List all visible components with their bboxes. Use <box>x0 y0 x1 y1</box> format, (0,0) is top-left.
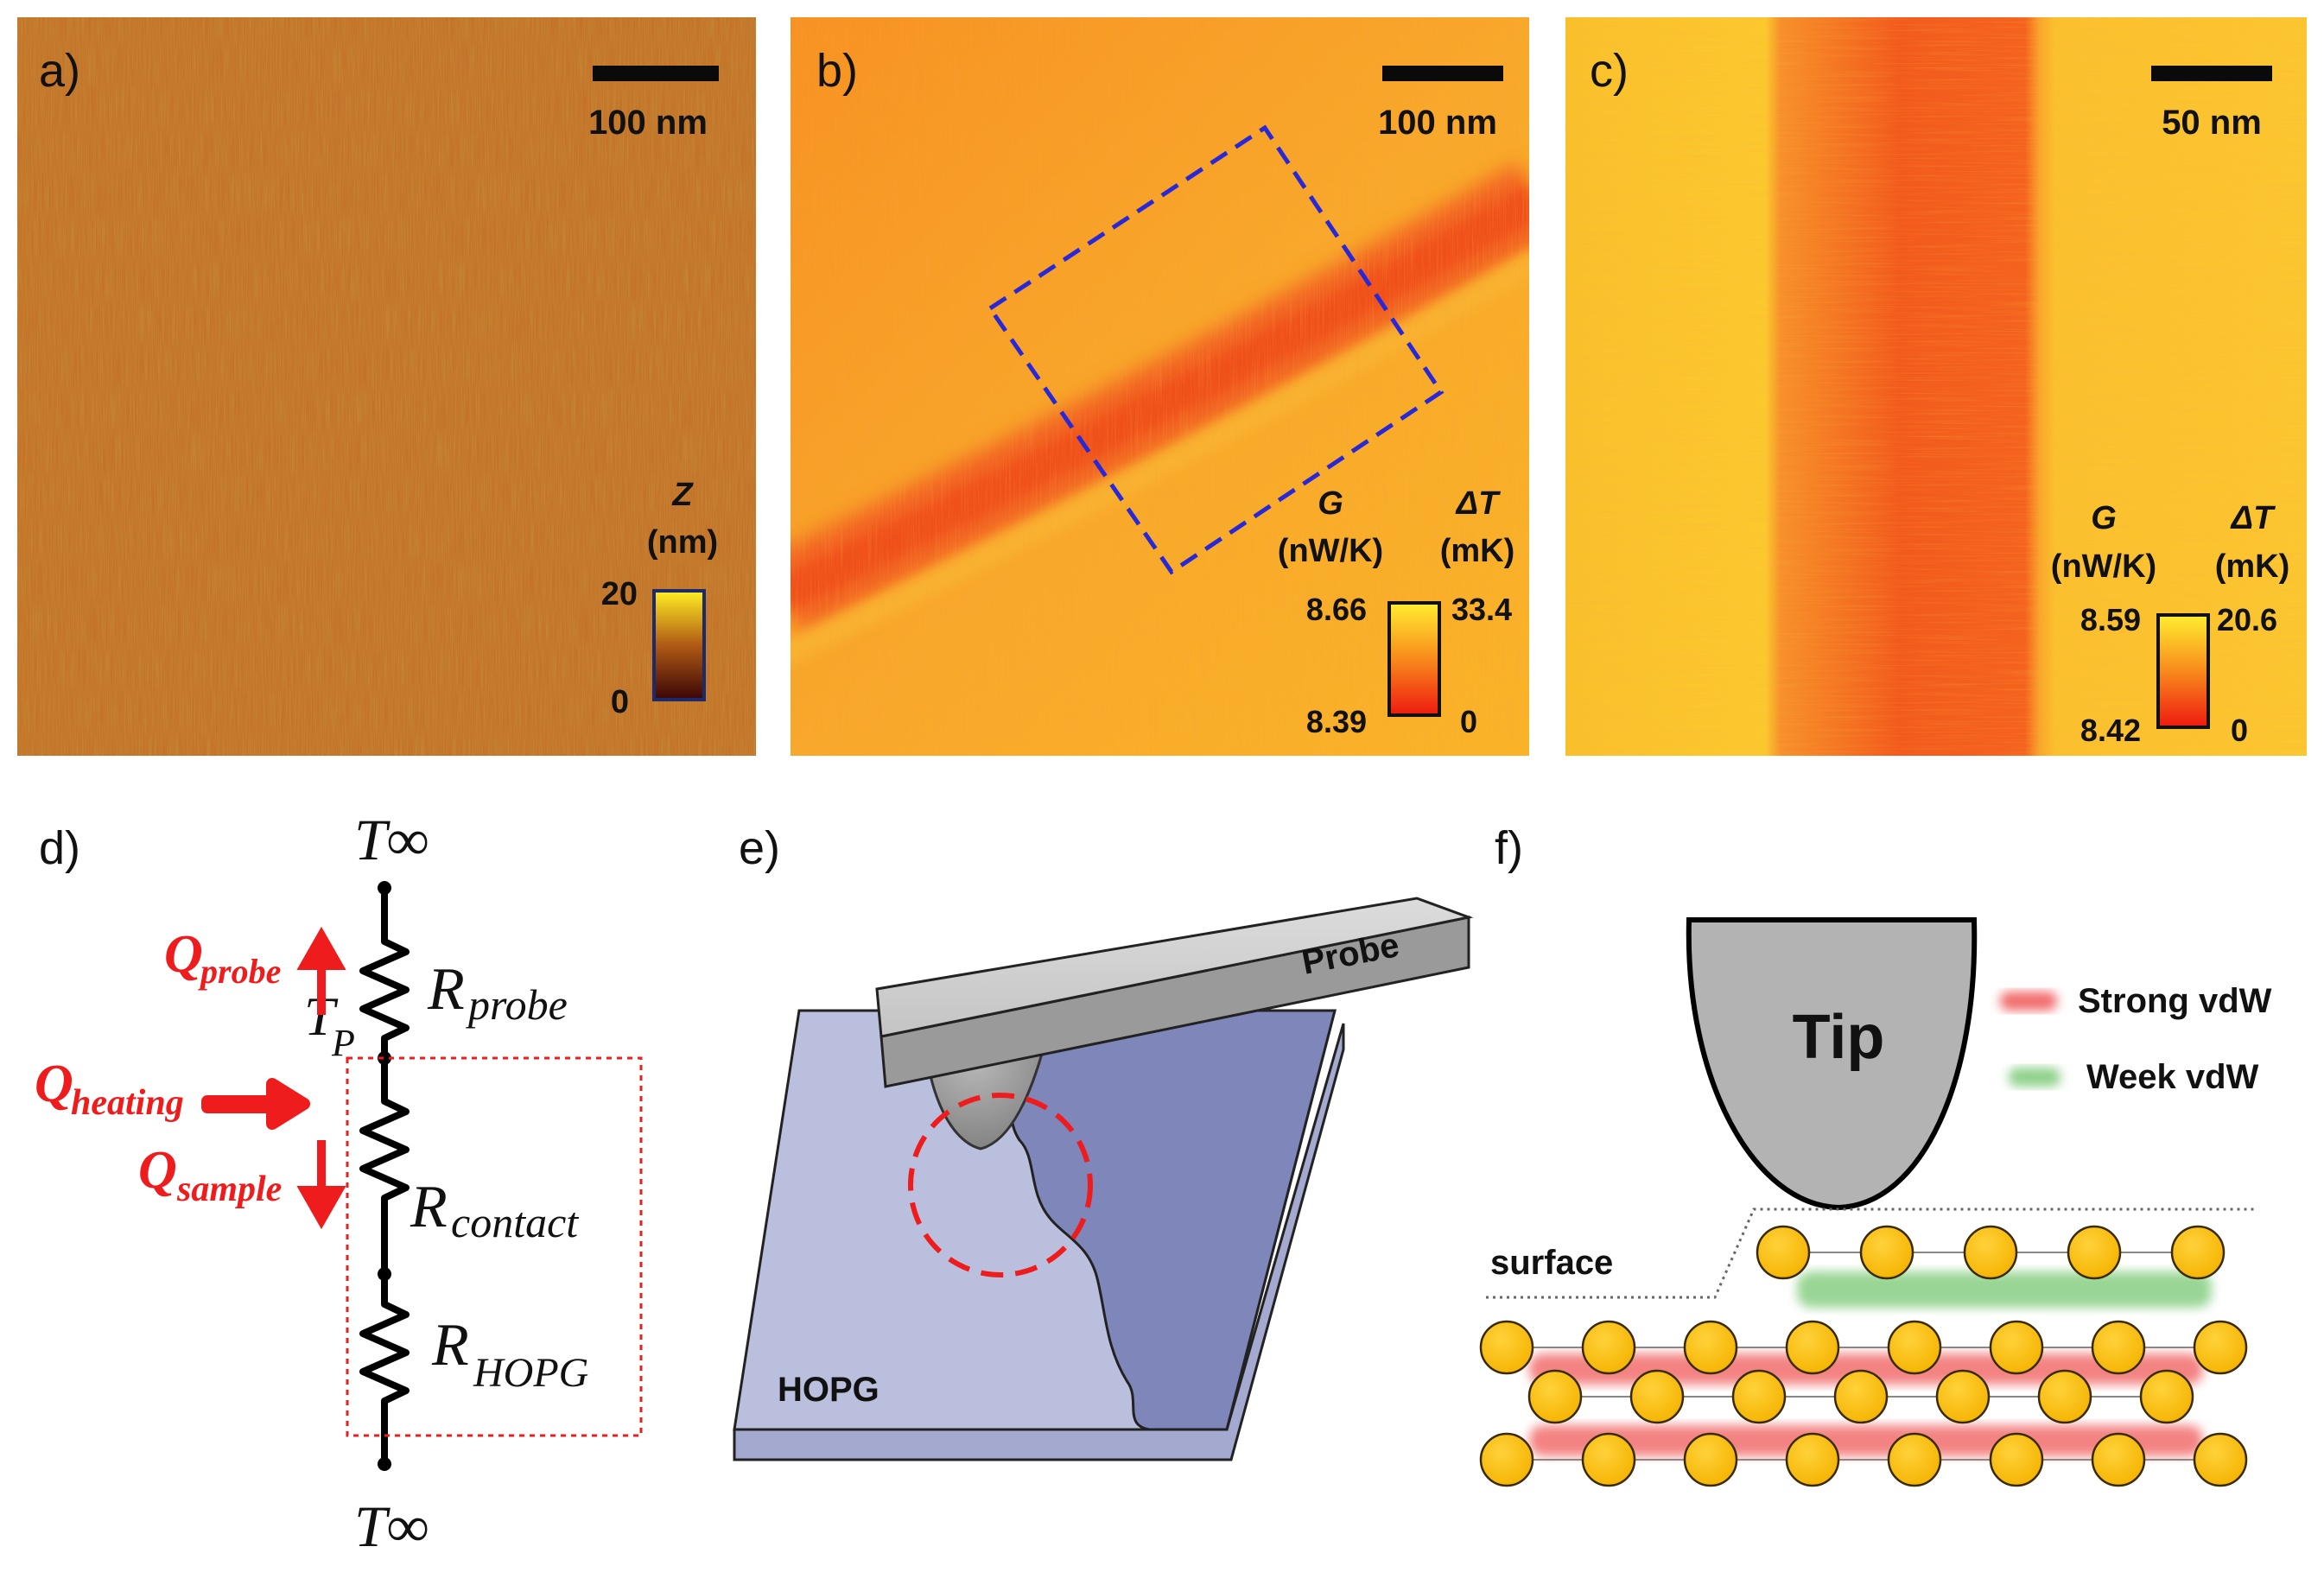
panel-c-scale-label: 50 nm <box>2162 104 2262 142</box>
panel-f-top-layer-atoms <box>1756 1225 2226 1280</box>
panel-d-t-top: T∞ <box>354 807 429 872</box>
panel-f-weak-vdw-band <box>1797 1271 2212 1308</box>
panel-e: e) HOPG Probe <box>733 822 1474 1461</box>
panel-c-colorbar-right-unit: (mK) <box>2215 548 2290 585</box>
panel-a-scale-label: 100 nm <box>588 104 708 142</box>
panel-d-r-contact: R contact <box>410 1174 579 1246</box>
panel-f-layer-2-atoms <box>1527 1369 2194 1424</box>
panel-e-contact-highlight-circle <box>908 1093 1093 1277</box>
panel-a-colorbar-max: 20 <box>601 576 638 612</box>
panel-d-t-probe: T P <box>304 986 355 1064</box>
q-sample-arrow-icon <box>296 1140 346 1230</box>
svg-text:R: R <box>410 1174 448 1240</box>
panel-b-scale-bar <box>1382 66 1503 81</box>
panel-b-colorbar-left-title: G <box>1318 485 1343 522</box>
panel-c-scale-bar <box>2151 66 2272 81</box>
panel-a: a) 100 nm Z (nm) 20 0 <box>17 17 756 756</box>
svg-text:Q: Q <box>138 1141 177 1200</box>
panel-b-colorbar-left-max: 8.66 <box>1306 592 1367 627</box>
panel-f-label: f) <box>1495 822 1523 874</box>
legend-strong-vdw-label: Strong vdW <box>2078 982 2272 1020</box>
panel-d-label: d) <box>39 822 80 874</box>
q-heating-arrow-icon <box>201 1078 310 1130</box>
panel-a-colorbar-min: 0 <box>611 684 629 720</box>
q-probe-arrow-icon <box>296 926 346 1015</box>
panel-e-hopg-top-dark <box>1009 1009 1337 1431</box>
panel-d-resistor-network <box>359 888 410 1464</box>
svg-text:R: R <box>431 1312 469 1379</box>
panel-a-scale-bar <box>593 66 719 81</box>
panel-d-t-bottom: T∞ <box>354 1493 429 1559</box>
legend-strong-vdw-swatch <box>2000 992 2057 1011</box>
panel-c-colorbar-right-min: 0 <box>2231 713 2248 748</box>
panel-d: d) T∞ T∞ R probe T P R contact R HOPG <box>35 807 643 1559</box>
svg-text:probe: probe <box>198 952 281 991</box>
panel-b-colorbar <box>1387 601 1441 717</box>
panel-c-colorbar-left-title: G <box>2091 500 2117 536</box>
svg-text:R: R <box>427 956 465 1023</box>
panel-f-tip <box>1686 917 1978 1211</box>
panel-c: c) 50 nm G (nW/K) ΔT (mK) 8.59 8.42 20.6… <box>1565 17 2307 756</box>
panel-e-hopg-label: HOPG <box>778 1371 879 1409</box>
svg-text:probe: probe <box>466 980 568 1029</box>
panel-d-q-probe: Q probe <box>164 925 346 1015</box>
panel-f-surface-label: surface <box>1490 1244 1613 1282</box>
panel-b-colorbar-left-min: 8.39 <box>1306 704 1367 739</box>
panel-b-colorbar-right-min: 0 <box>1460 704 1477 739</box>
panel-d-r-probe: R probe <box>427 956 568 1029</box>
panel-f: f) Strong vdW Week vdW Tip surface <box>1479 822 2272 1487</box>
svg-text:contact: contact <box>451 1198 579 1246</box>
panel-c-colorbar-left-min: 8.42 <box>2080 713 2141 748</box>
panel-e-label: e) <box>739 822 780 874</box>
panel-d-r-hopg: R HOPG <box>431 1312 588 1396</box>
panel-d-sample-box <box>346 1056 643 1437</box>
panel-c-colorbar-left-max: 8.59 <box>2080 602 2141 637</box>
legend-week-vdw-swatch <box>2009 1068 2060 1087</box>
panel-c-colorbar-right-title: ΔT <box>2230 500 2276 536</box>
panel-f-tip-label: Tip <box>1793 1003 1885 1072</box>
panel-b-scale-label: 100 nm <box>1378 104 1497 142</box>
panel-a-label: a) <box>39 45 80 97</box>
svg-text:sample: sample <box>176 1169 282 1209</box>
panel-c-colorbar <box>2156 613 2210 729</box>
panel-a-colorbar-title: Z <box>671 477 694 513</box>
panel-b-colorbar-right-title: ΔT <box>1455 485 1502 522</box>
panel-c-colorbar-right-max: 20.6 <box>2217 602 2277 637</box>
svg-text:Q: Q <box>35 1055 73 1113</box>
panel-c-colorbar-left-unit: (nW/K) <box>2051 548 2156 585</box>
panel-d-q-heating: Q heating <box>35 1055 310 1130</box>
panel-a-colorbar <box>652 589 706 701</box>
panel-b-colorbar-right-max: 33.4 <box>1451 592 1512 627</box>
legend-week-vdw-label: Week vdW <box>2086 1058 2259 1096</box>
panel-b-colorbar-left-unit: (nW/K) <box>1278 533 1383 569</box>
panel-a-colorbar-unit: (nm) <box>647 524 718 561</box>
panel-b-label: b) <box>816 45 858 97</box>
svg-text:heating: heating <box>71 1083 184 1123</box>
panel-f-layer-1-atoms <box>1479 1320 2248 1375</box>
panel-f-surface-line <box>1486 1208 2255 1299</box>
panel-b-zoom-region-box <box>987 124 1445 575</box>
svg-text:Q: Q <box>164 925 203 984</box>
panel-b-colorbar-right-unit: (mK) <box>1440 533 1515 569</box>
panel-d-q-sample: Q sample <box>138 1140 346 1230</box>
panel-c-label: c) <box>1590 45 1629 97</box>
panel-f-layer-3-atoms <box>1479 1432 2248 1487</box>
svg-text:HOPG: HOPG <box>473 1350 588 1396</box>
panel-b: b) 100 nm G (nW/K) ΔT (mK) 8.66 8.39 33.… <box>791 17 1529 756</box>
